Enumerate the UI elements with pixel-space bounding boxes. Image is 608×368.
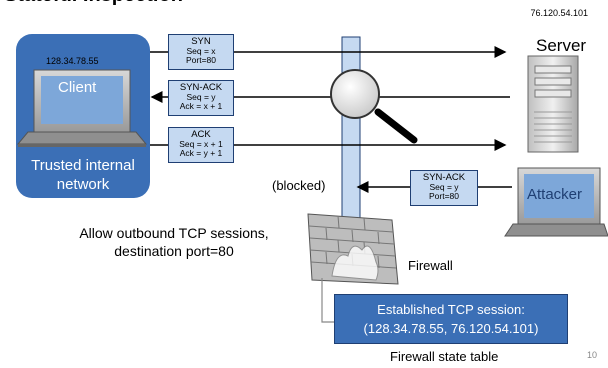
server-ip-label: 76.120.54.101 xyxy=(530,8,588,18)
client-screen-label: Client xyxy=(58,79,97,96)
firewall-inspection-bar xyxy=(341,36,361,233)
packet-type: SYN xyxy=(191,36,211,47)
packet-type: SYN-ACK xyxy=(179,82,223,93)
trusted-network-label: Trusted internal network xyxy=(16,156,150,194)
state-table-connector xyxy=(321,278,334,323)
packet-field: Port=80 xyxy=(428,191,459,201)
client-laptop-icon xyxy=(16,69,148,147)
brick-firewall-icon xyxy=(307,213,399,285)
client-ip-label: 128.34.78.55 xyxy=(46,56,99,66)
attacker-laptop-icon xyxy=(504,167,608,237)
packet-field: Port=80 xyxy=(185,55,216,65)
slide-title: Stateful Inspection Firewall (Example) xyxy=(4,0,244,8)
rule-text: Allow outbound TCP sessions, destination… xyxy=(44,224,304,260)
packet-type: ACK xyxy=(191,129,211,140)
trusted-network-label-line1: Trusted internal xyxy=(31,157,135,174)
state-table-box: Established TCP session: (128.34.78.55, … xyxy=(334,294,568,344)
trusted-network-label-line2: network xyxy=(56,176,110,193)
packet-field: Ack = y + 1 xyxy=(179,148,223,158)
packet-field: Seq = x + 1 xyxy=(179,138,223,149)
packet-ack: ACK Seq = x + 1 Ack = y + 1 xyxy=(168,127,234,163)
packet-field: Seq = y xyxy=(186,91,216,102)
state-table-line2: (128.34.78.55, 76.120.54.101) xyxy=(363,321,539,336)
blocked-label: (blocked) xyxy=(272,178,326,193)
state-table-caption: Firewall state table xyxy=(390,349,499,364)
rule-text-line1: Allow outbound TCP sessions, xyxy=(79,225,269,241)
server-label: Server xyxy=(536,36,587,55)
packet-field: Ack = x + 1 xyxy=(179,101,223,111)
state-table-line1: Established TCP session: xyxy=(377,302,525,317)
packet-field: Seq = y xyxy=(429,181,459,192)
packet-syn-ack: SYN-ACK Seq = y Ack = x + 1 xyxy=(168,80,234,116)
packet-type: SYN-ACK xyxy=(422,172,466,183)
page-number: 10 xyxy=(587,350,598,360)
attacker-screen-label: Attacker xyxy=(527,186,583,203)
packet-syn: SYN Seq = x Port=80 xyxy=(168,34,234,70)
firewall-label: Firewall xyxy=(408,258,453,273)
packet-field: Seq = x xyxy=(186,45,216,56)
server-tower-icon xyxy=(527,55,579,153)
rule-text-line2: destination port=80 xyxy=(114,243,234,259)
packet-attacker-syn-ack: SYN-ACK Seq = y Port=80 xyxy=(410,170,478,206)
magnifier-icon xyxy=(330,69,418,144)
